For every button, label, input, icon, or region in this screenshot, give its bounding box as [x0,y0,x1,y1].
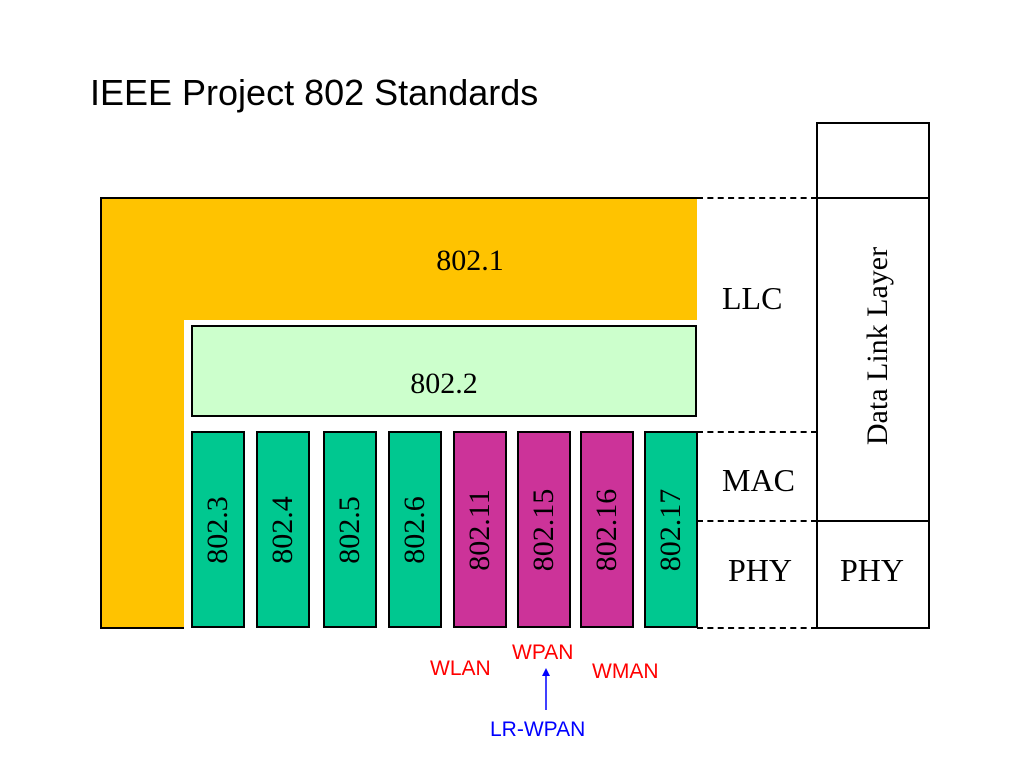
lr-wpan-arrow [542,668,550,710]
std-8022-label: 802.2 [410,367,478,400]
osi-bottom-border [817,627,930,629]
std-8026-bar: 802.6 [388,431,442,628]
wpan-label: WPAN [512,641,574,664]
std-8022-block: 802.2 [191,325,697,417]
phy-label: PHY [728,552,793,588]
osi-top-border [817,122,930,124]
llc-top-border [697,197,817,199]
std-8021-label: 802.1 [436,244,504,277]
std-8024-label: 802.4 [266,495,299,564]
std-80216-bar: 802.16 [580,431,634,628]
dll-top-border [817,197,930,199]
std-8023-label: 802.3 [201,495,234,564]
data-link-layer-label: Data Link Layer [861,246,894,446]
std-80215-label: 802.15 [527,488,560,571]
std-80211-label: 802.11 [463,488,496,571]
llc-mac-divider [697,431,817,433]
osi-right-border [928,122,930,629]
phy-bottom-border [697,627,817,629]
std-80215-bar: 802.15 [517,431,571,628]
std-80216-label: 802.16 [590,488,623,571]
std-80217-label: 802.17 [654,488,687,571]
osi-phy-label: PHY [840,552,905,588]
std-8026-label: 802.6 [398,495,431,564]
std-8023-bar: 802.3 [191,431,245,628]
wman-label: WMAN [592,660,659,683]
std-8025-bar: 802.5 [323,431,377,628]
mac-label: MAC [722,462,795,498]
std-8025-label: 802.5 [333,495,366,564]
wlan-label: WLAN [430,657,491,680]
std-8024-bar: 802.4 [256,431,310,628]
mac-phy-divider [697,520,817,522]
std-80217-bar: 802.17 [644,431,698,628]
lr-wpan-label: LR-WPAN [490,718,586,741]
std-80211-bar: 802.11 [453,431,507,628]
page-title: IEEE Project 802 Standards [90,72,539,113]
dll-phy-divider [817,520,930,522]
llc-label: LLC [722,280,783,316]
osi-left-border [816,122,818,629]
